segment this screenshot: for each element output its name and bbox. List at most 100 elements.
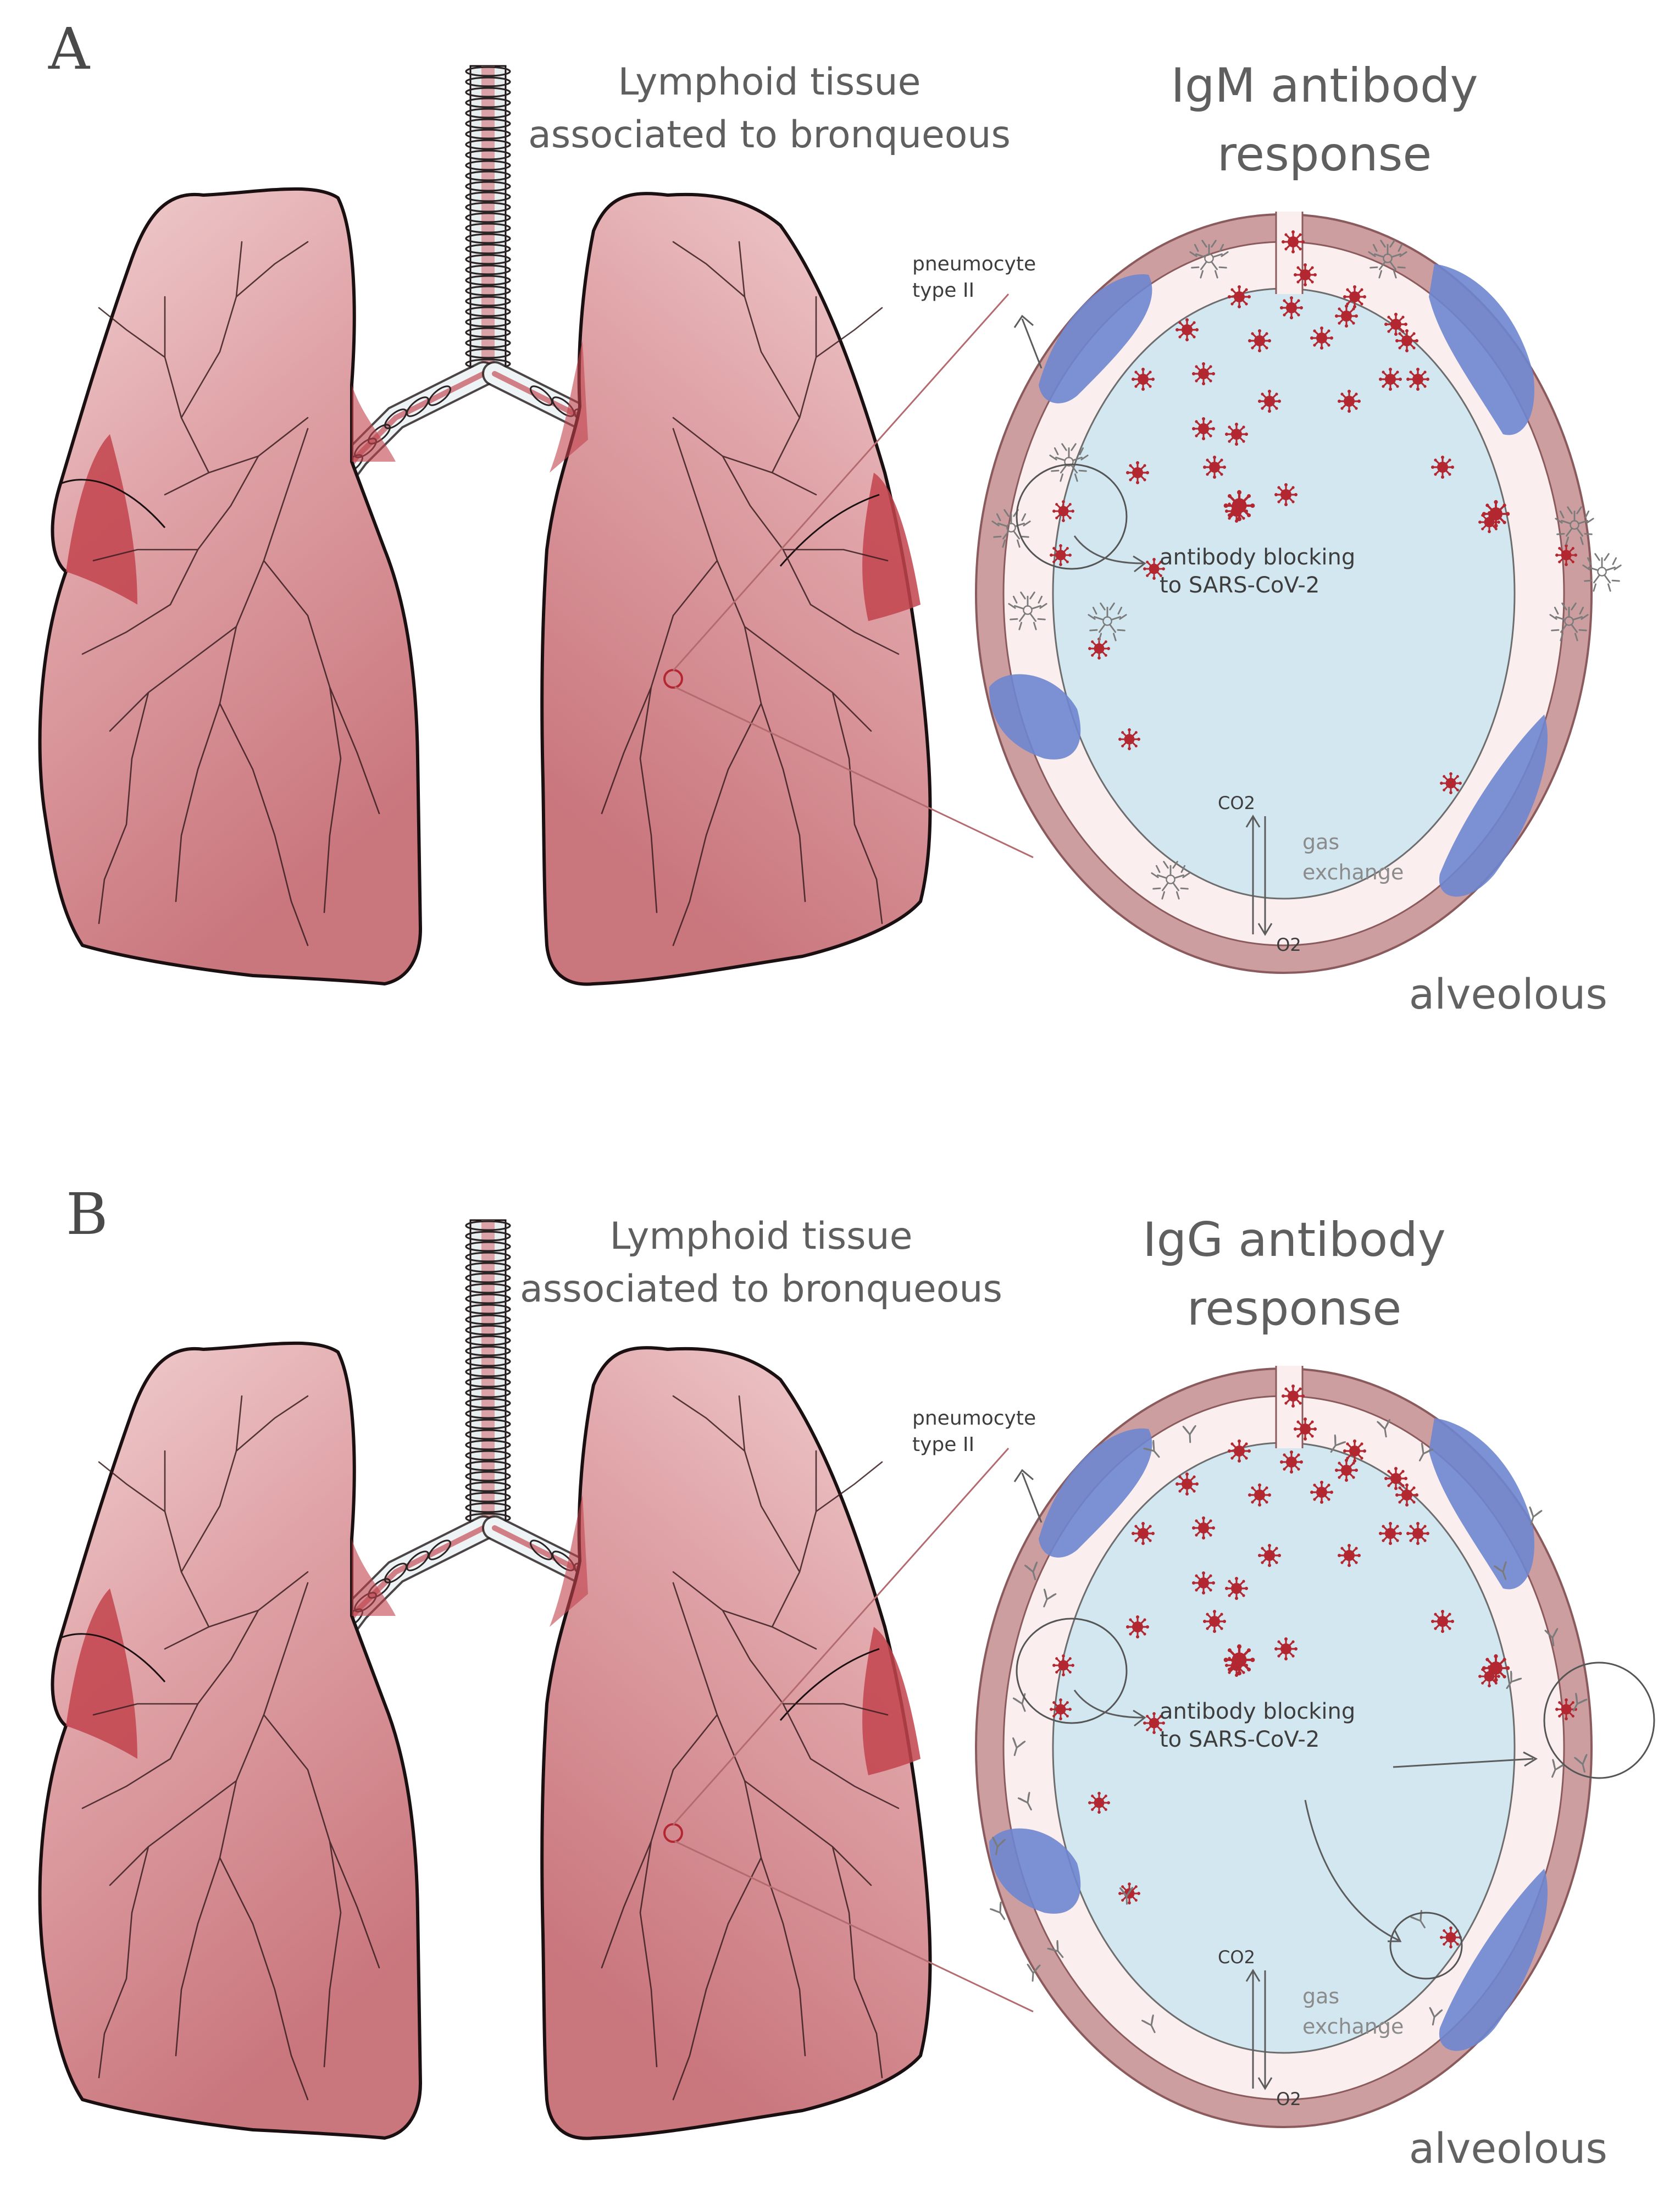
- blocking-arrow: [1073, 1690, 1146, 1727]
- virus-particle: [1247, 328, 1272, 353]
- virus-particle: [1224, 1576, 1249, 1601]
- virus-particle: [1439, 1925, 1463, 1950]
- virus-particle: [1439, 771, 1463, 795]
- virus-particle: [1280, 1383, 1306, 1409]
- pneumocyte-cell: [1429, 264, 1534, 435]
- virus-particle-large: [1481, 499, 1511, 529]
- gas-exchange-label: exchange: [1302, 860, 1404, 884]
- zoom-line-bottom: [674, 686, 1034, 859]
- virus-particle: [1191, 416, 1216, 441]
- virus-particle: [1087, 1791, 1111, 1815]
- tissue-label: associated to bronqueous: [520, 1267, 1002, 1311]
- virus-particle: [1309, 1480, 1334, 1505]
- blocking-arrow: [1304, 1799, 1402, 1942]
- panel-letter: B: [66, 1181, 108, 1248]
- pneumocyte-cell: [1039, 1428, 1152, 1558]
- blocking-label: antibody blocking: [1160, 545, 1355, 570]
- virus-particle: [1430, 1609, 1455, 1634]
- gas-exchange-label: gas: [1302, 1984, 1339, 2008]
- pneumocyte-arrow: [1013, 314, 1043, 369]
- pneumocyte-label: pneumocyte: [912, 253, 1036, 275]
- pneumocyte-cell: [989, 674, 1081, 760]
- highlight-circle: [1016, 1618, 1128, 1724]
- pneumocyte-cell: [1439, 1869, 1548, 2051]
- virus-particle: [1309, 325, 1334, 351]
- tissue-label: Lymphoid tissue: [609, 1215, 912, 1258]
- virus-particle: [1430, 455, 1455, 480]
- virus-particle: [1273, 482, 1299, 507]
- right-lung: [540, 192, 932, 986]
- virus-particle: [1051, 1653, 1075, 1677]
- virus-particle-large: [1481, 1653, 1511, 1684]
- blocking-label: to SARS-CoV-2: [1160, 573, 1319, 598]
- gas-exchange-label: exchange: [1302, 2014, 1404, 2039]
- pneumocyte-label: type II: [912, 279, 974, 302]
- virus-particle-large: [1224, 490, 1255, 522]
- virus-particle: [1125, 1614, 1150, 1640]
- response-title: IgM antibody: [1171, 58, 1478, 113]
- virus-particle: [1202, 1609, 1227, 1634]
- response-title: response: [1187, 1281, 1402, 1336]
- virus-particle: [1279, 1449, 1304, 1475]
- virus-particle: [1227, 1438, 1252, 1464]
- pneumocyte-cell: [989, 1828, 1081, 1914]
- virus-particle: [1337, 389, 1362, 414]
- virus-particle-large: [1224, 1644, 1255, 1676]
- blocking-label: to SARS-CoV-2: [1160, 1727, 1319, 1752]
- highlight-circle: [1389, 1912, 1463, 1980]
- alveolus: [975, 212, 1593, 974]
- virus-particle: [1383, 1466, 1409, 1491]
- blocking-label: antibody blocking: [1160, 1699, 1355, 1724]
- virus-particle: [1273, 1636, 1299, 1662]
- virus-particle: [1117, 727, 1141, 751]
- virus-particle: [1257, 1543, 1282, 1568]
- left-lung: [38, 187, 422, 985]
- co2-label: CO2: [1218, 1947, 1255, 1968]
- co2-arrow: [1245, 815, 1261, 934]
- pneumocytes: [989, 264, 1548, 897]
- tissue-label: Lymphoid tissue: [618, 60, 921, 104]
- virus-particle: [1378, 1521, 1403, 1546]
- highlight-circle: [1016, 463, 1128, 570]
- virus-particle: [1293, 262, 1318, 287]
- blocking-arrow: [1393, 1751, 1538, 1768]
- zoom-line-top: [672, 294, 1010, 671]
- virus-particle: [1337, 1543, 1362, 1568]
- right-lung: [540, 1346, 932, 2140]
- left-lung: [38, 1341, 422, 2140]
- virus-particle: [1227, 284, 1252, 309]
- virus-particle: [1224, 422, 1249, 447]
- trachea: [465, 65, 511, 380]
- virus-particle: [1202, 455, 1227, 480]
- virus-particle: [1130, 367, 1156, 392]
- virus-particle: [1191, 1515, 1216, 1541]
- virus-particle: [1394, 1482, 1420, 1508]
- virus-particle: [1405, 367, 1431, 392]
- blocking-arrow: [1073, 535, 1146, 573]
- virus-particle: [1342, 1438, 1367, 1464]
- alveolus: [975, 1366, 1593, 2128]
- virus-particle: [1342, 284, 1367, 309]
- pneumocytes: [989, 1418, 1548, 2051]
- o2-arrow: [1257, 1970, 1273, 2090]
- virus-particle: [1191, 1570, 1216, 1596]
- virus-particle: [1383, 312, 1409, 337]
- pneumocyte-cell: [1429, 1418, 1534, 1590]
- response-title: response: [1217, 127, 1432, 182]
- o2-label: O2: [1276, 2089, 1301, 2109]
- virus-particle: [1394, 328, 1420, 353]
- virus-particle: [1257, 389, 1282, 414]
- panel-letter: A: [48, 15, 91, 82]
- pneumocyte-label: pneumocyte: [912, 1407, 1036, 1430]
- pneumocyte-arrow: [1013, 1469, 1043, 1523]
- virus-particle: [1279, 295, 1304, 320]
- tissue-label: associated to bronqueous: [528, 113, 1011, 157]
- o2-arrow: [1257, 816, 1273, 936]
- co2-label: CO2: [1218, 793, 1255, 813]
- virus-particle: [1293, 1416, 1318, 1442]
- virus-particle: [1051, 499, 1075, 523]
- annotation-arrows: [1013, 1469, 1538, 2090]
